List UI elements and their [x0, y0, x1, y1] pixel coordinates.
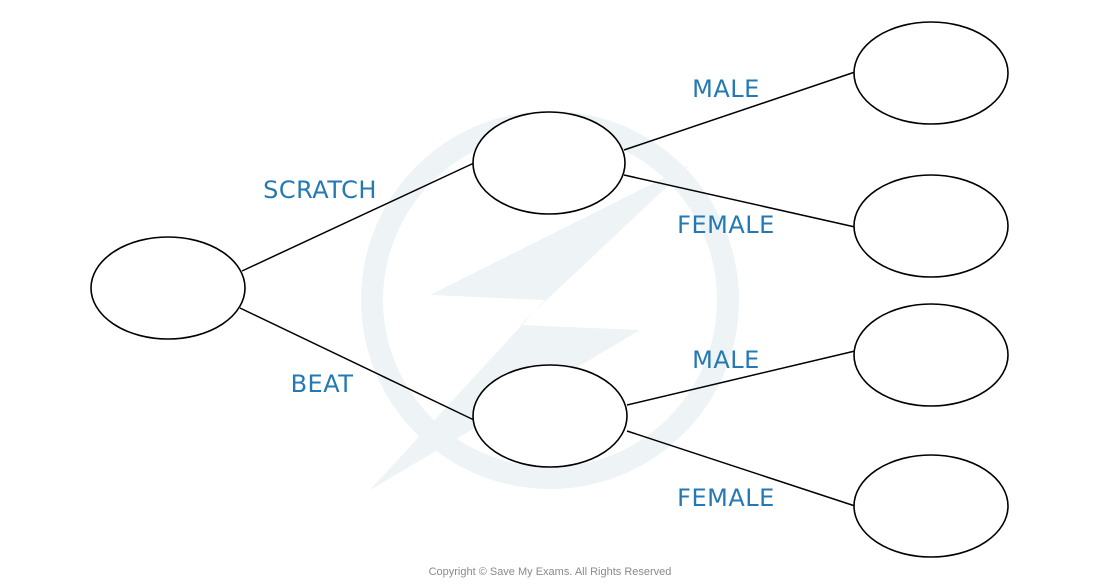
label-beat-female: FEMALE [677, 484, 775, 512]
scratch-node [472, 111, 626, 215]
label-scratch-male: MALE [692, 75, 760, 103]
branch-scratch-male [623, 71, 856, 151]
branch-beat-male [626, 350, 856, 406]
beat-node [472, 364, 628, 468]
beat-female-outcome-node [853, 454, 1009, 558]
label-beat: BEAT [291, 370, 354, 398]
branch-scratch [241, 162, 475, 272]
branch-scratch-female [623, 174, 856, 228]
label-scratch: SCRATCH [263, 176, 377, 204]
scratch-female-outcome-node [853, 174, 1009, 278]
label-beat-male: MALE [692, 346, 760, 374]
branch-beat-female [626, 430, 856, 507]
branch-beat [239, 307, 475, 421]
beat-male-outcome-node [853, 303, 1009, 407]
label-scratch-female: FEMALE [677, 211, 775, 239]
root-node [90, 236, 246, 340]
scratch-male-outcome-node [853, 21, 1009, 125]
copyright-footer: Copyright © Save My Exams. All Rights Re… [429, 566, 672, 578]
